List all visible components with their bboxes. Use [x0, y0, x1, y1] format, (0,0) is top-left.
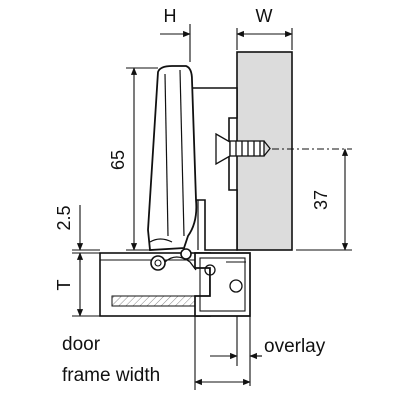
dimension-2-5	[72, 205, 100, 262]
label-h: H	[164, 6, 177, 26]
label-65: 65	[108, 150, 128, 170]
label-t: T	[54, 280, 74, 291]
label-frame-width: frame width	[62, 365, 160, 386]
label-overlay: overlay	[264, 336, 326, 357]
label-door: door	[62, 334, 101, 355]
dimension-frame-width	[194, 316, 251, 390]
dimension-37	[272, 148, 352, 251]
dimension-h	[160, 24, 191, 62]
mounting-plate	[189, 87, 238, 251]
label-37: 37	[311, 190, 331, 210]
fixing-screw	[215, 132, 271, 166]
dimension-overlay	[210, 316, 262, 386]
label-w: W	[256, 6, 273, 26]
label-2-5: 2.5	[54, 205, 74, 230]
hinge-pivot	[150, 248, 197, 271]
dimension-t	[72, 252, 100, 317]
dimension-65	[126, 67, 158, 251]
aluminium-frame-profile	[194, 252, 251, 317]
dimension-w	[236, 28, 293, 50]
hinge-arm	[147, 65, 198, 251]
